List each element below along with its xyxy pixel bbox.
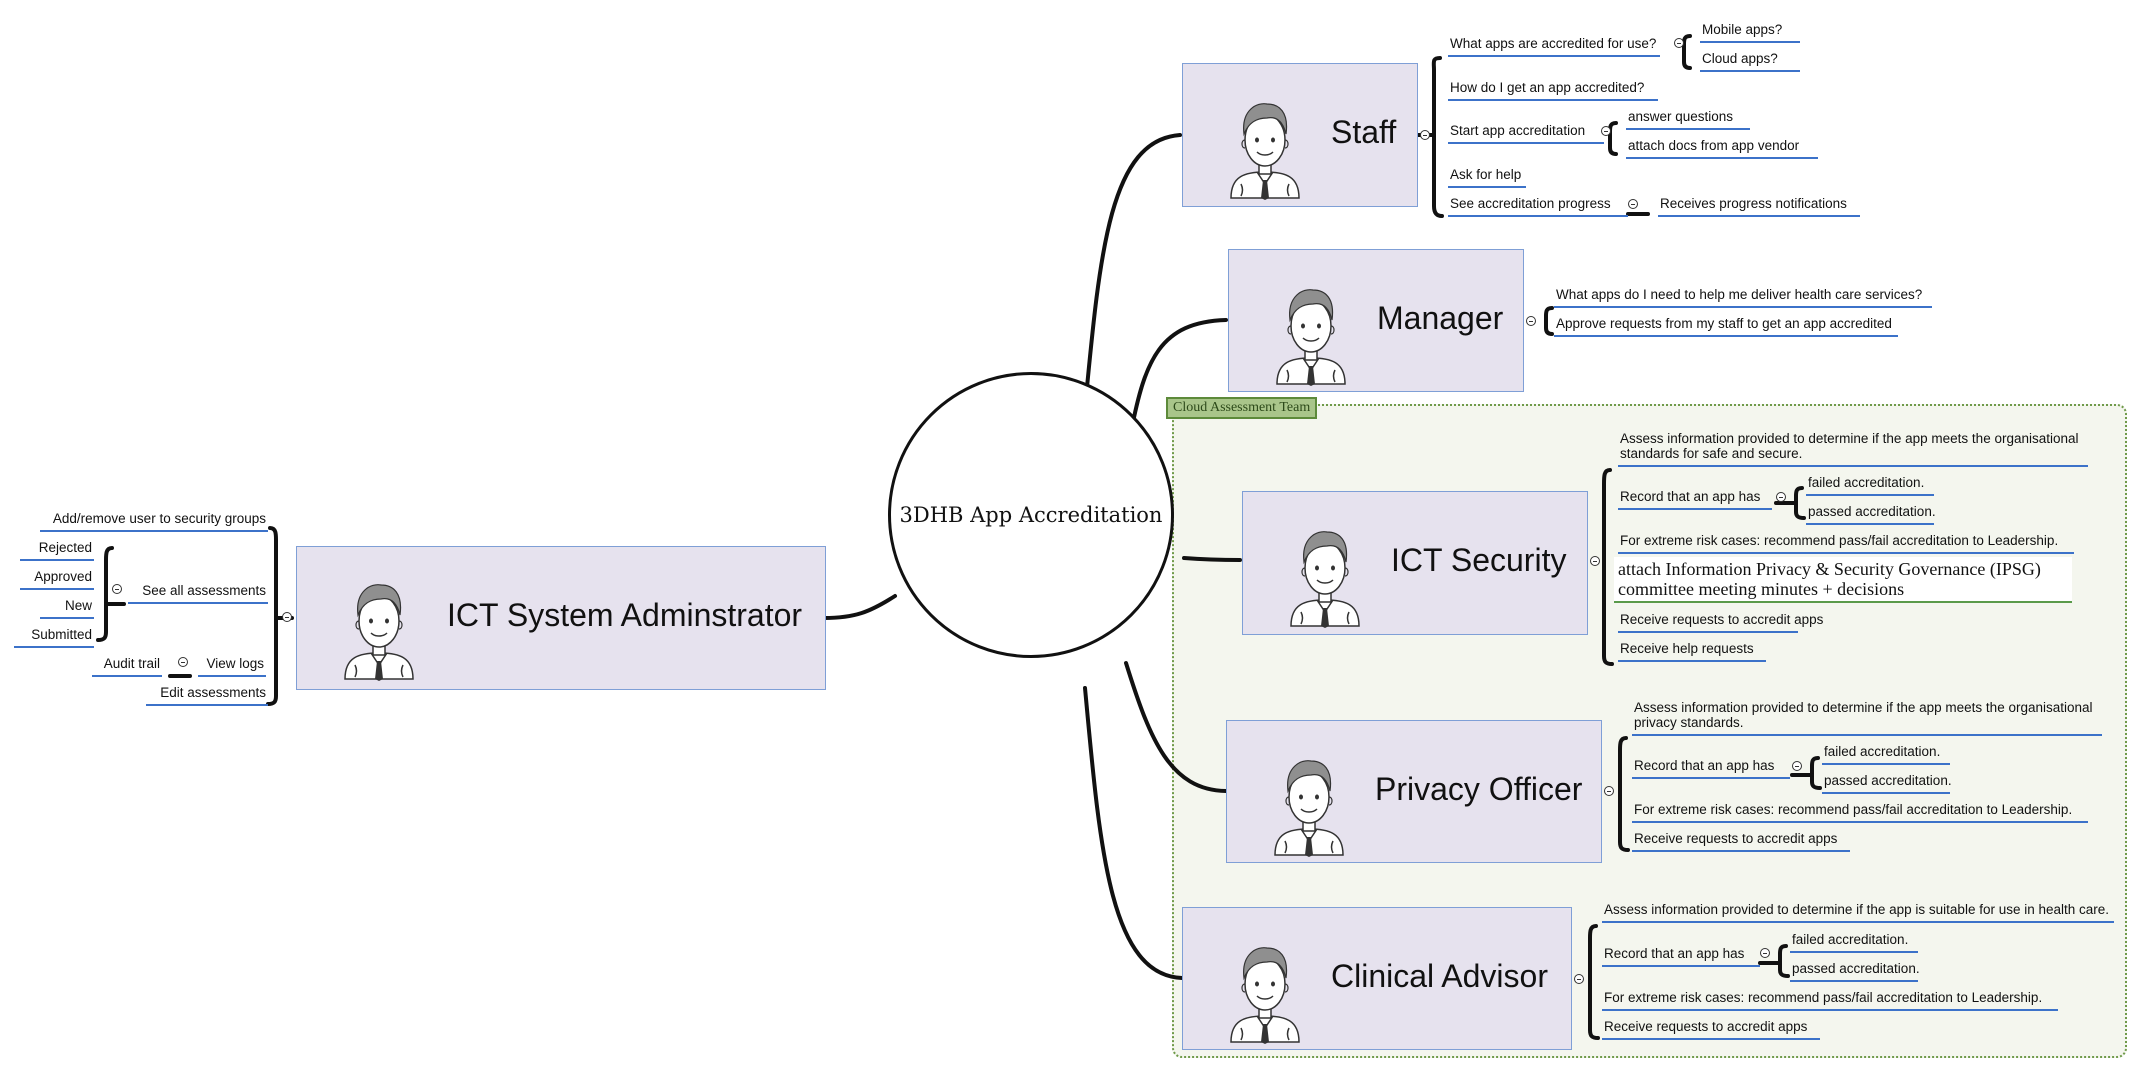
node-clinical-advisor[interactable]: Clinical Advisor [1182, 907, 1572, 1050]
leaf-ict-passed[interactable]: passed accreditation. [1806, 504, 1936, 525]
collapse-minus-icon[interactable] [1590, 556, 1600, 566]
leaf-admin-rejected[interactable]: Rejected [20, 540, 94, 561]
leaf-what-apps-accredited[interactable]: What apps are accredited for use? [1448, 36, 1660, 57]
node-label: Manager [1377, 300, 1504, 336]
collapse-minus-icon[interactable] [1574, 974, 1584, 984]
leaf-ict-failed[interactable]: failed accreditation. [1806, 475, 1934, 496]
link-admin [822, 594, 897, 620]
leaf-ict-receive[interactable]: Receive requests to accredit apps [1618, 612, 1823, 633]
leaf-ict-record[interactable]: Record that an app has [1618, 489, 1772, 510]
person-avatar-icon [1227, 92, 1303, 200]
leaf-clinical-failed[interactable]: failed accreditation. [1790, 932, 1918, 953]
collapse-minus-icon[interactable] [1628, 199, 1638, 209]
collapse-minus-icon[interactable] [112, 584, 122, 594]
person-avatar-icon [1271, 749, 1347, 857]
leaf-how-to-accredit[interactable]: How do I get an app accredited? [1448, 80, 1658, 101]
link-privacy [1124, 661, 1228, 793]
leaf-approve-requests[interactable]: Approve requests from my staff to get an… [1554, 316, 1898, 337]
leaf-clinical-extreme[interactable]: For extreme risk cases: recommend pass/f… [1602, 990, 2058, 1011]
leaf-clinical-assess[interactable]: Assess information provided to determine… [1602, 902, 2114, 923]
leaf-clinical-receive[interactable]: Receive requests to accredit apps [1602, 1019, 1820, 1040]
leaf-ict-extreme[interactable]: For extreme risk cases: recommend pass/f… [1618, 533, 2074, 554]
collapse-minus-icon[interactable] [178, 657, 188, 667]
leaf-clinical-record[interactable]: Record that an app has [1602, 946, 1760, 967]
leaf-progress-notifications[interactable]: Receives progress notifications [1658, 196, 1860, 217]
leaf-privacy-failed[interactable]: failed accreditation. [1822, 744, 1950, 765]
leaf-start-accreditation[interactable]: Start app accreditation [1448, 123, 1604, 144]
node-label: ICT System Adminstrator [447, 597, 803, 633]
leaf-clinical-passed[interactable]: passed accreditation. [1790, 961, 1920, 982]
leaf-admin-submitted[interactable]: Submitted [14, 627, 94, 648]
person-avatar-icon [341, 573, 417, 681]
leaf-admin-audit-trail[interactable]: Audit trail [92, 656, 162, 677]
collapse-minus-icon[interactable] [1776, 492, 1786, 502]
leaf-admin-approved[interactable]: Approved [20, 569, 94, 590]
leaf-cloud-apps[interactable]: Cloud apps? [1700, 51, 1800, 72]
node-label: Staff [1331, 114, 1397, 150]
leaf-admin-edit[interactable]: Edit assessments [146, 685, 268, 706]
leaf-ict-ipsg[interactable]: attach Information Privacy & Security Go… [1614, 557, 2072, 603]
leaf-ask-for-help[interactable]: Ask for help [1448, 167, 1526, 188]
leaf-admin-add-remove[interactable]: Add/remove user to security groups [40, 511, 268, 532]
collapse-minus-icon[interactable] [1526, 316, 1536, 326]
boundary-label: Cloud Assessment Team [1166, 397, 1318, 419]
collapse-minus-icon[interactable] [1674, 38, 1684, 48]
collapse-minus-icon[interactable] [1760, 948, 1770, 958]
leaf-privacy-assess[interactable]: Assess information provided to determine… [1632, 700, 2102, 736]
leaf-admin-view-logs[interactable]: View logs [198, 656, 266, 677]
leaf-admin-see-all[interactable]: See all assessments [128, 583, 268, 604]
leaf-privacy-record[interactable]: Record that an app has [1632, 758, 1790, 779]
central-topic[interactable]: 3DHB App Accreditation [888, 372, 1174, 658]
collapse-minus-icon[interactable] [1604, 786, 1614, 796]
leaf-answer-questions[interactable]: answer questions [1626, 109, 1750, 130]
link-clinical [1083, 686, 1184, 980]
collapse-minus-icon[interactable] [1792, 761, 1802, 771]
person-avatar-icon [1287, 520, 1363, 628]
leaf-ict-assess[interactable]: Assess information provided to determine… [1618, 431, 2088, 467]
node-ict-security[interactable]: ICT Security [1242, 491, 1588, 635]
node-staff[interactable]: Staff [1182, 63, 1418, 207]
leaf-what-apps-needed[interactable]: What apps do I need to help me deliver h… [1554, 287, 1932, 308]
person-avatar-icon [1273, 278, 1349, 386]
collapse-minus-icon[interactable] [1420, 130, 1430, 140]
collapse-minus-icon[interactable] [1601, 126, 1611, 136]
leaf-attach-docs[interactable]: attach docs from app vendor [1626, 138, 1818, 159]
link-manager [1129, 318, 1228, 434]
node-manager[interactable]: Manager [1228, 249, 1524, 392]
leaf-privacy-receive[interactable]: Receive requests to accredit apps [1632, 831, 1850, 852]
leaf-mobile-apps[interactable]: Mobile apps? [1700, 22, 1800, 43]
node-label: Clinical Advisor [1331, 958, 1548, 994]
leaf-privacy-passed[interactable]: passed accreditation. [1822, 773, 1952, 794]
node-privacy-officer[interactable]: Privacy Officer [1226, 720, 1602, 863]
person-avatar-icon [1227, 936, 1303, 1044]
leaf-admin-new[interactable]: New [40, 598, 94, 619]
link-ict [1182, 556, 1242, 562]
leaf-see-progress[interactable]: See accreditation progress [1448, 196, 1628, 217]
leaf-ict-help[interactable]: Receive help requests [1618, 641, 1766, 662]
leaf-privacy-extreme[interactable]: For extreme risk cases: recommend pass/f… [1632, 802, 2088, 823]
collapse-minus-icon[interactable] [282, 612, 292, 622]
link-staff [1083, 133, 1182, 410]
node-ict-system-administrator[interactable]: ICT System Adminstrator [296, 546, 826, 690]
node-label: Privacy Officer [1375, 771, 1583, 807]
node-label: ICT Security [1391, 542, 1567, 578]
